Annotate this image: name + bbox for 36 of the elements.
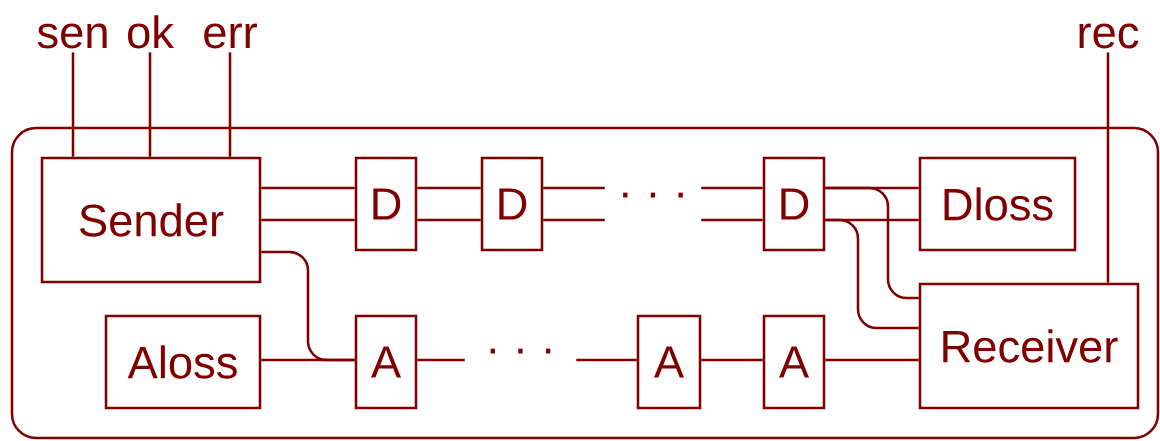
connector-line xyxy=(701,358,763,362)
connector-line xyxy=(701,186,763,190)
terminal-label: sen xyxy=(37,23,107,49)
connector-line xyxy=(261,218,355,222)
block-box: Aloss xyxy=(104,314,262,410)
ellipsis: · · · xyxy=(490,348,551,354)
block-box: Dloss xyxy=(918,156,1077,252)
connector-line xyxy=(701,218,763,222)
connector-line xyxy=(417,358,465,362)
block-box: A xyxy=(354,314,418,410)
connector-line xyxy=(261,186,355,190)
block-box: D xyxy=(354,156,418,252)
block-box: A xyxy=(636,314,702,410)
connector-line xyxy=(417,218,481,222)
terminal-label: ok xyxy=(127,15,174,49)
terminal-label: rec xyxy=(1079,23,1139,49)
connector-line xyxy=(417,186,481,190)
connector-line xyxy=(576,358,637,362)
block-box: A xyxy=(762,314,826,410)
connector-line xyxy=(261,358,355,362)
connector-line xyxy=(825,186,919,300)
connector-line xyxy=(71,52,75,157)
connector-line xyxy=(1106,52,1110,283)
connector-line xyxy=(825,358,919,362)
ellipsis: · · · xyxy=(623,192,683,198)
block-box: D xyxy=(762,156,826,252)
connector-line xyxy=(543,186,605,190)
connector-line xyxy=(228,52,232,157)
block-box: D xyxy=(480,156,544,252)
terminal-label: err xyxy=(204,23,257,49)
system-frame xyxy=(10,126,1160,440)
block-box: Receiver xyxy=(918,282,1140,410)
connector-line xyxy=(825,218,919,330)
connector-line xyxy=(148,52,152,157)
connector-line xyxy=(543,218,605,222)
block-box: Sender xyxy=(40,156,262,284)
